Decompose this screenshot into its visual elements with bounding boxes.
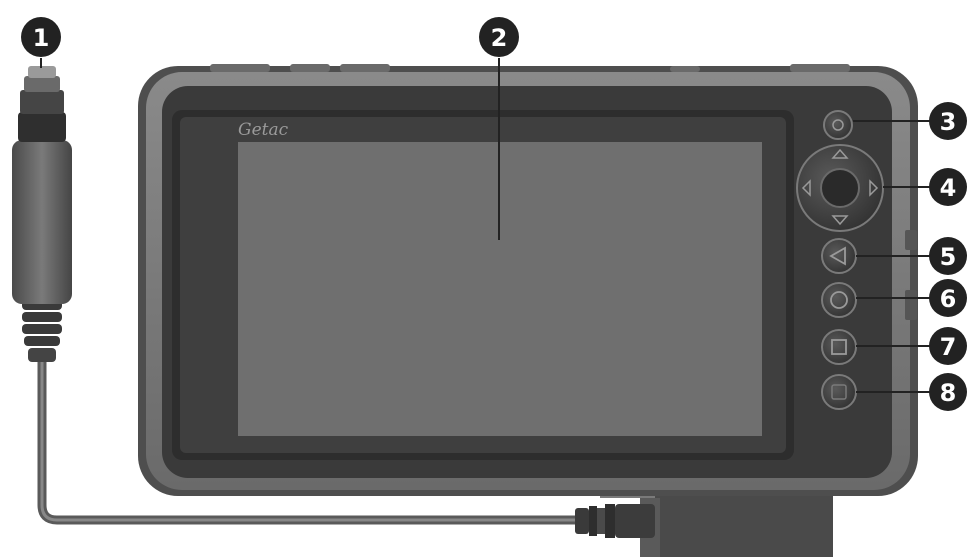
back-button[interactable] — [822, 239, 856, 273]
callout-number: 1 — [33, 24, 50, 52]
callout-8: 8 — [929, 373, 967, 411]
callout-number: 2 — [491, 24, 508, 52]
connector-tip — [24, 76, 60, 92]
recent-apps-button[interactable] — [822, 330, 856, 364]
home-button[interactable] — [822, 283, 856, 317]
callout-number: 8 — [940, 379, 957, 407]
callout-6: 6 — [929, 279, 967, 317]
callout-number: 6 — [940, 285, 957, 313]
callout-7: 7 — [929, 327, 967, 365]
directional-pad[interactable] — [797, 145, 883, 231]
callout-5: 5 — [929, 237, 967, 275]
callout-number: 5 — [940, 243, 957, 271]
brand-logo: Getac — [238, 120, 289, 140]
connector-body — [12, 140, 72, 304]
connector-collar — [18, 112, 66, 142]
callout-number: 7 — [940, 333, 957, 361]
dpad-center-button[interactable] — [821, 169, 859, 207]
callout-2: 2 — [479, 17, 519, 57]
bottom-plug — [575, 504, 655, 538]
callout-3: 3 — [929, 102, 967, 140]
callout-1: 1 — [21, 17, 61, 57]
strain-relief — [22, 300, 62, 362]
function-button[interactable] — [822, 375, 856, 409]
callout-4: 4 — [929, 168, 967, 206]
power-button[interactable] — [824, 111, 852, 139]
display-area: Getac — [172, 110, 794, 460]
callout-number: 4 — [940, 174, 957, 202]
callout-number: 3 — [940, 108, 957, 136]
